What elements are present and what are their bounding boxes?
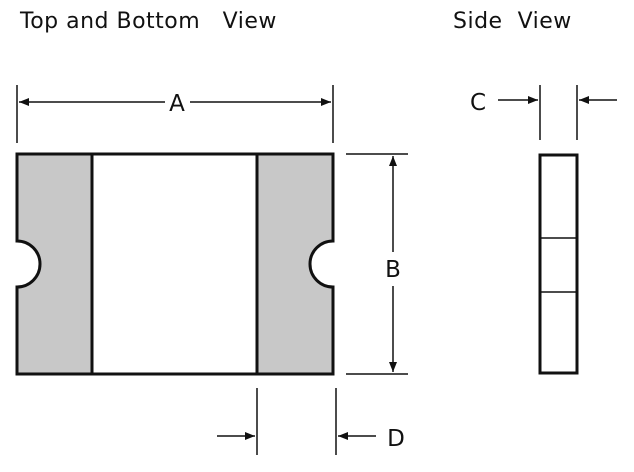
dimension-a-label: A	[169, 91, 185, 117]
dimension-d-label: D	[387, 426, 405, 452]
top-bottom-view-title: Top and Bottom View	[19, 9, 277, 34]
center-body	[90, 152, 259, 376]
dimension-b-label: B	[385, 257, 401, 283]
side-body	[538, 153, 579, 375]
dimension-c	[498, 85, 617, 140]
dimension-c-label: C	[470, 90, 486, 116]
top-bottom-view	[15, 152, 335, 376]
right-terminal	[255, 152, 335, 376]
side-view-title: Side View	[453, 9, 572, 34]
side-view	[538, 153, 579, 375]
dimension-b	[346, 153, 408, 375]
dimension-d	[217, 388, 376, 455]
left-terminal	[15, 152, 94, 376]
dimension-a	[16, 85, 334, 143]
